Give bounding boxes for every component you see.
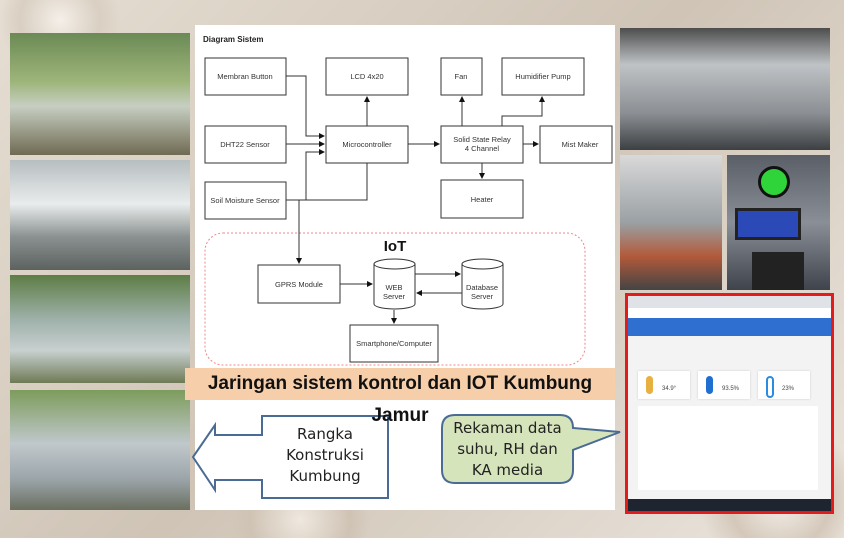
humidity-card: 93.5% [698, 371, 750, 399]
taskbar [628, 499, 831, 511]
database-cylinder [461, 258, 504, 310]
block-soil-moisture [204, 181, 287, 220]
water-drop-icon [706, 376, 713, 394]
browser-tabs [628, 296, 831, 308]
label: GPRS Module [275, 280, 323, 289]
block-heater [440, 179, 524, 219]
label: Database [466, 283, 498, 292]
green-button-photo [758, 166, 790, 198]
callout-line: suhu, RH dan [457, 440, 558, 458]
label: Membran Button [217, 72, 272, 81]
callout-line: Rangka [297, 425, 353, 443]
label: Smartphone/Computer [356, 339, 432, 348]
left-arrow-callout [191, 415, 389, 499]
callout-line: Kumbung [289, 467, 361, 485]
address-bar [628, 308, 831, 318]
label: Solid State Relay [453, 135, 511, 144]
iot-label: IoT [384, 238, 407, 255]
web-server-cylinder [373, 258, 416, 310]
diagram-title: Diagram Sistem [203, 35, 263, 44]
iot-boundary [204, 232, 586, 366]
moisture-card: 23% [758, 371, 810, 399]
photo-greenhouse-covered [10, 275, 190, 383]
label: Soil Moisture Sensor [210, 196, 280, 205]
block-humidifier [501, 57, 585, 96]
keypad-photo [752, 252, 804, 290]
label: Mist Maker [562, 140, 599, 149]
label: 4 Channel [465, 144, 500, 153]
photo-wiring-panel [620, 155, 722, 290]
callout-line: KA media [471, 461, 544, 479]
label: Server [471, 292, 494, 301]
block-mist-maker [539, 125, 613, 164]
chart-panel [638, 406, 818, 490]
label: Server [383, 292, 406, 301]
label: Fan [455, 72, 468, 81]
label: Microcontroller [342, 140, 392, 149]
label: LCD 4x20 [350, 72, 383, 81]
block-membran-button [204, 57, 287, 96]
dashboard-screenshot: 34.9° 93.5% 23% [625, 293, 834, 514]
app-bar [628, 318, 831, 336]
block-fan [440, 57, 483, 96]
temperature-card: 34.9° [638, 371, 690, 399]
connectors [286, 75, 545, 324]
callout-line: Rekaman data [453, 419, 562, 437]
thermometer-icon [646, 376, 653, 394]
banner-title: Jaringan sistem kontrol dan IOT Kumbung … [185, 368, 615, 426]
photo-greenhouse-interior [10, 160, 190, 270]
speech-bubble-callout [441, 414, 621, 484]
record-callout-text: Rekaman data suhu, RH dan KA media [442, 418, 573, 481]
block-gprs [257, 264, 341, 304]
label: Humidifier Pump [515, 72, 570, 81]
label: DHT22 Sensor [220, 140, 270, 149]
callout-line: Konstruksi [286, 446, 364, 464]
photo-greenhouse-frame [10, 33, 190, 155]
ring-icon [766, 376, 774, 398]
photo-control-box [620, 28, 830, 150]
lcd-display-photo [735, 208, 801, 240]
label: Heater [471, 195, 494, 204]
label: WEB [385, 283, 402, 292]
block-smartphone [349, 324, 439, 363]
block-lcd [325, 57, 409, 96]
photo-greenhouse-people [10, 390, 190, 510]
